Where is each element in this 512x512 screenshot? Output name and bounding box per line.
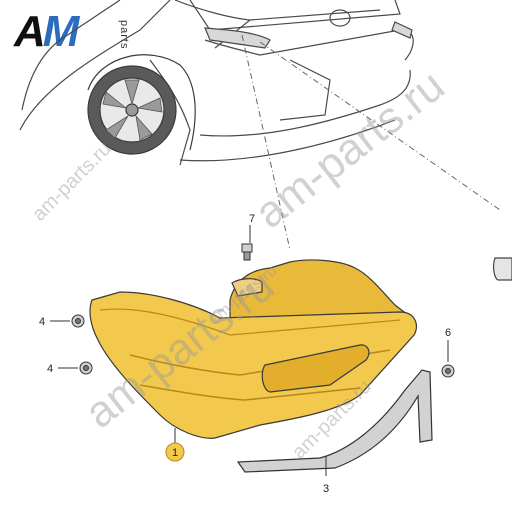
lamp-lens [89, 291, 418, 439]
svg-text:1: 1 [172, 447, 178, 459]
wheel-arch [87, 54, 196, 151]
callout-4-lower: 4 [47, 363, 53, 375]
bumper-lower [179, 119, 396, 162]
leader-lines [241, 34, 501, 251]
car-rear-illustration [19, 0, 414, 166]
screw-7 [241, 243, 253, 261]
nut-4-upper [71, 314, 85, 328]
callout-leaders [50, 225, 449, 476]
tail-light-housing [204, 27, 271, 49]
lamp-light-strip [129, 349, 391, 376]
watermark-top-right: am-parts.ru [246, 61, 453, 238]
reflector [391, 21, 413, 39]
tailgate-line [204, 29, 414, 61]
leader-line-clip [259, 41, 501, 211]
trim-strip-body [236, 369, 433, 473]
callout-6: 6 [445, 327, 451, 339]
clip-part [492, 257, 512, 281]
watermark-left: am-parts.ru [28, 138, 116, 226]
leader-line-lamp [241, 34, 291, 251]
callout-1: 1 [165, 442, 185, 462]
car-body-outline [19, 0, 171, 131]
rear-window [189, 0, 401, 31]
rear-bumper [199, 69, 411, 137]
nut-4-lower [79, 361, 93, 375]
hub [125, 103, 139, 117]
rim-spokes [102, 79, 163, 141]
nut-6 [441, 364, 455, 378]
callout-7: 7 [249, 213, 255, 225]
lamp-lens-upper-band [99, 308, 401, 336]
tail-lamp-assembly [89, 259, 418, 439]
lamp-light-strip-lower [139, 384, 361, 401]
callout-4-upper: 4 [39, 316, 45, 328]
rear-wheel [87, 54, 196, 155]
callout-3: 3 [323, 483, 329, 495]
lamp-inner-chamber [261, 344, 370, 393]
license-area [279, 59, 331, 121]
fasteners [71, 243, 455, 378]
lamp-housing-back [229, 259, 414, 331]
lamp-top-flange [231, 278, 263, 297]
side-panel [149, 59, 191, 166]
trim-strip [236, 369, 433, 473]
fuel-cap [329, 9, 351, 27]
